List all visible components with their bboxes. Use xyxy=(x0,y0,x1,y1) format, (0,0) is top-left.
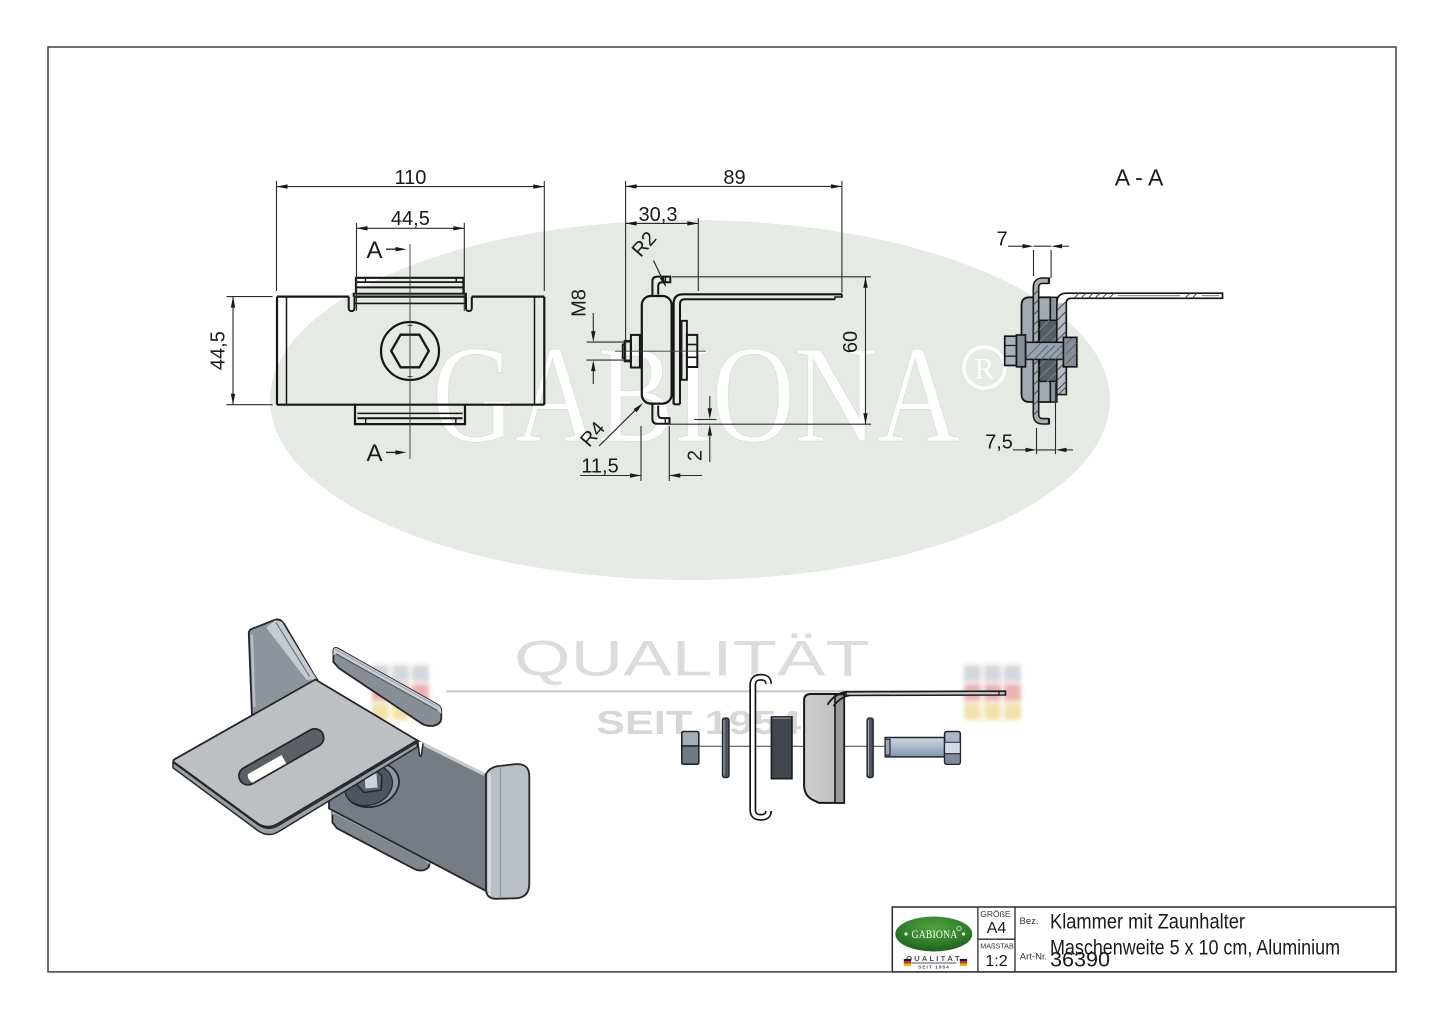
svg-text:44,5: 44,5 xyxy=(208,331,230,370)
svg-text:Bez.: Bez. xyxy=(1020,916,1039,927)
svg-text:QUALITÄT: QUALITÄT xyxy=(906,954,962,963)
svg-text:A - A: A - A xyxy=(1115,165,1164,191)
svg-text:Maschenweite 5 x 10 cm, Alumin: Maschenweite 5 x 10 cm, Aluminium xyxy=(1050,937,1340,960)
svg-text:2: 2 xyxy=(685,450,707,461)
svg-text:36390: 36390 xyxy=(1050,949,1110,972)
svg-text:110: 110 xyxy=(395,167,427,189)
svg-text:SEIT 1954: SEIT 1954 xyxy=(918,965,950,971)
svg-text:MAßSTAB: MAßSTAB xyxy=(980,942,1014,951)
svg-text:R: R xyxy=(974,353,994,386)
svg-text:7,5: 7,5 xyxy=(985,432,1013,454)
svg-text:GABIONA: GABIONA xyxy=(432,318,960,472)
svg-text:30,3: 30,3 xyxy=(639,204,678,226)
svg-text:A: A xyxy=(366,440,382,467)
svg-text:GRÖßE: GRÖßE xyxy=(980,909,1011,919)
svg-text:QUALITÄT: QUALITÄT xyxy=(514,631,870,687)
svg-text:11,5: 11,5 xyxy=(581,455,618,477)
svg-text:1:2: 1:2 xyxy=(985,953,1007,970)
svg-text:M8: M8 xyxy=(569,289,591,317)
svg-text:GABIONA: GABIONA xyxy=(912,927,958,941)
svg-text:A4: A4 xyxy=(987,920,1007,937)
svg-text:A: A xyxy=(366,237,382,264)
svg-text:7: 7 xyxy=(996,228,1007,250)
svg-text:Klammer mit Zaunhalter: Klammer mit Zaunhalter xyxy=(1050,911,1245,934)
svg-text:89: 89 xyxy=(723,167,745,189)
svg-text:44,5: 44,5 xyxy=(391,208,430,230)
svg-text:60: 60 xyxy=(840,331,862,353)
svg-text:Art-Nr.: Art-Nr. xyxy=(1020,952,1047,963)
